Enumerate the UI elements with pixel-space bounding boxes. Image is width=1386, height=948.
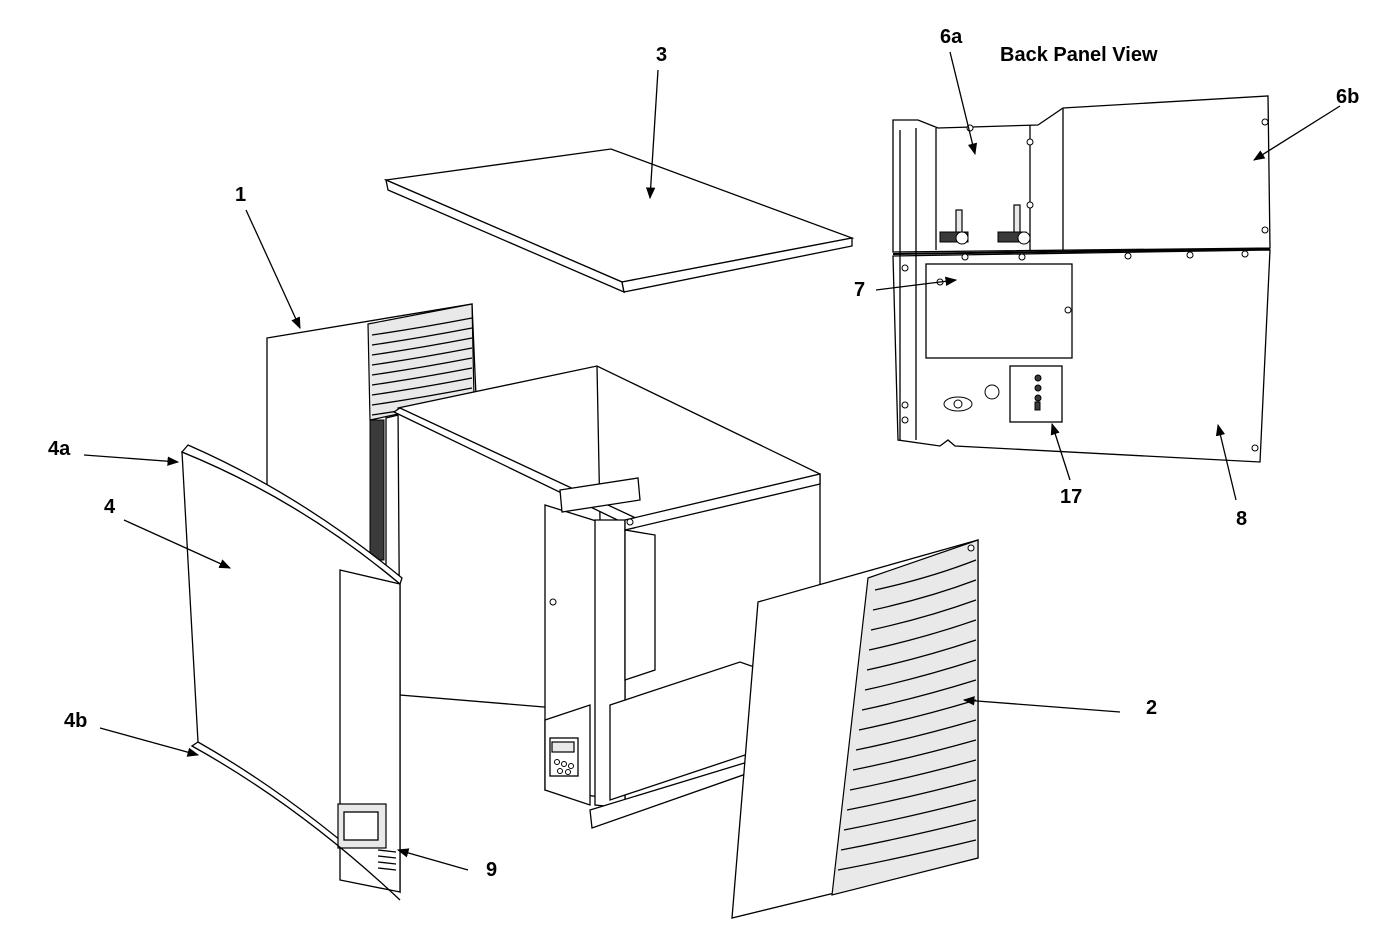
callout-4: 4 — [104, 496, 116, 518]
back-panel-valves — [939, 204, 1031, 245]
callout-4b: 4b — [64, 710, 88, 732]
callout-2: 2 — [1146, 697, 1158, 719]
callout-7: 7 — [854, 279, 866, 301]
callout-6b: 6b — [1336, 86, 1360, 108]
front-panel-part-4 — [180, 444, 403, 901]
back-panel-view-title: Back Panel View — [1000, 44, 1158, 66]
right-side-panel-part-2 — [731, 539, 979, 919]
back-panel-screws — [901, 118, 1269, 452]
top-panel-part-3 — [383, 148, 855, 294]
callout-17: 17 — [1060, 486, 1083, 508]
right-panel-louvers — [837, 559, 977, 871]
callout-9: 9 — [486, 859, 498, 881]
front-panel-grip-vents — [377, 849, 397, 871]
callout-8: 8 — [1236, 508, 1248, 530]
back-panel-view — [892, 95, 1271, 463]
callout-1: 1 — [235, 184, 247, 206]
callout-3: 3 — [656, 44, 668, 66]
callout-6a: 6a — [940, 26, 963, 48]
back-panel-fittings — [943, 374, 1042, 412]
control-keypad — [551, 741, 575, 775]
leader-lines — [83, 51, 1341, 871]
cabinet-frame — [392, 365, 821, 829]
callout-4a: 4a — [48, 438, 71, 460]
